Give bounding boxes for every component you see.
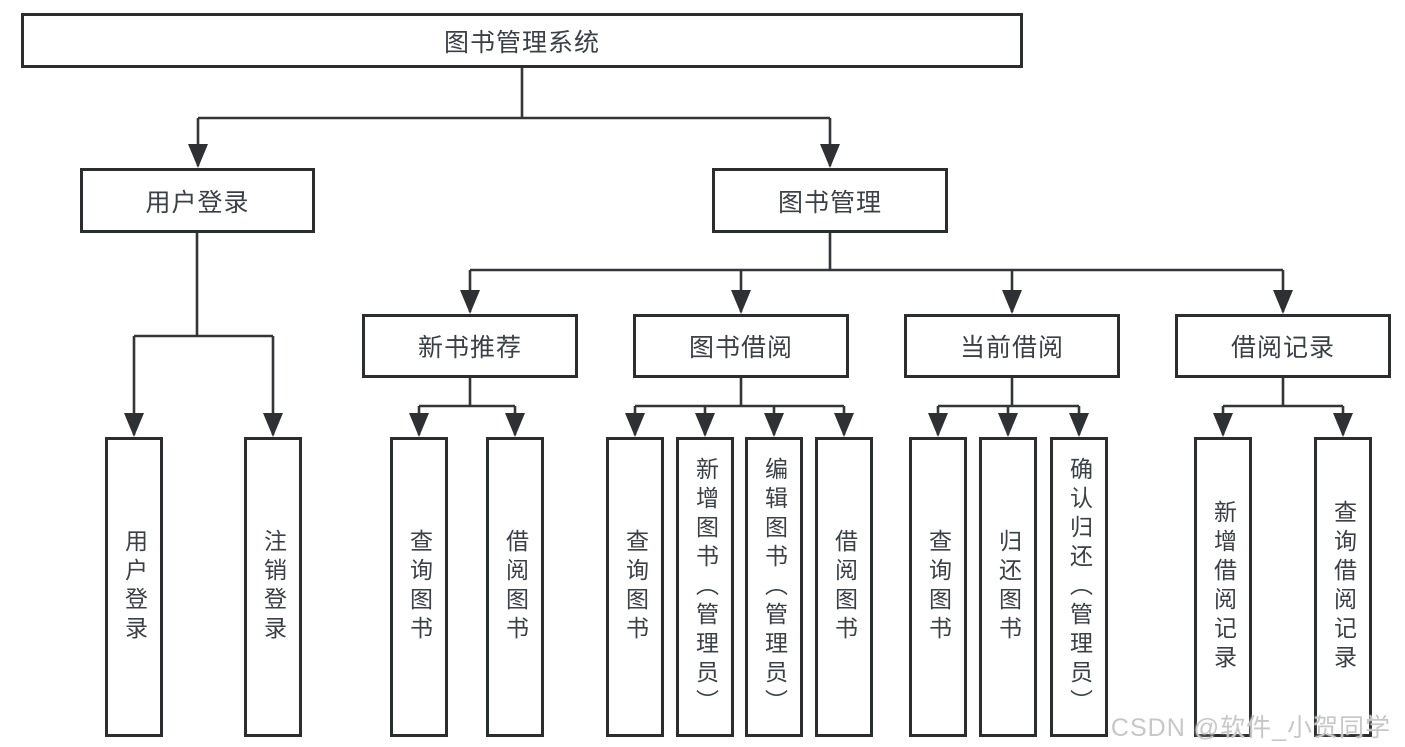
connector-book-management (460, 233, 1293, 314)
leaf-query-books-2: 查询图书 (606, 437, 664, 737)
arrow-down-icon (834, 413, 854, 437)
arrow-down-icon (731, 290, 751, 314)
leaf-add-borrow-record: 新增借阅记录 (1194, 437, 1252, 737)
node-borrow-records: 借阅记录 (1175, 314, 1391, 378)
leaf-borrow-books-1: 借阅图书 (486, 437, 544, 737)
leaf-confirm-return-admin: 确认归还（管理员） (1050, 437, 1108, 737)
arrow-down-icon (998, 413, 1018, 437)
arrow-down-icon (1213, 413, 1233, 437)
arrow-down-icon (764, 413, 784, 437)
node-user-login: 用户登录 (80, 168, 315, 233)
connector-book-borrow (625, 378, 854, 437)
leaf-logout: 注销登录 (244, 437, 302, 737)
leaf-add-book-admin: 新增图书（管理员） (676, 437, 734, 737)
leaf-query-borrow-record: 查询借阅记录 (1314, 437, 1372, 737)
leaf-user-login: 用户登录 (105, 437, 163, 737)
connector-new-book-recommend (409, 378, 525, 437)
leaf-query-books-3: 查询图书 (909, 437, 967, 737)
connector-current-borrow (928, 378, 1089, 437)
arrow-down-icon (1002, 290, 1022, 314)
leaf-return-books: 归还图书 (979, 437, 1037, 737)
arrow-down-icon (1069, 413, 1089, 437)
connector-borrow-records (1213, 378, 1353, 437)
node-book-borrow: 图书借阅 (633, 314, 849, 378)
arrow-down-icon (625, 413, 645, 437)
connector-user-login (124, 233, 283, 437)
arrow-down-icon (409, 413, 429, 437)
leaf-query-books-1: 查询图书 (390, 437, 448, 737)
arrow-down-icon (124, 413, 144, 437)
arrow-down-icon (928, 413, 948, 437)
node-root: 图书管理系统 (21, 13, 1023, 68)
arrow-down-icon (505, 413, 525, 437)
leaf-borrow-books-2: 借阅图书 (815, 437, 873, 737)
arrow-down-icon (1333, 413, 1353, 437)
arrow-down-icon (460, 290, 480, 314)
node-current-borrow: 当前借阅 (904, 314, 1120, 378)
arrow-down-icon (263, 413, 283, 437)
node-new-book-recommend: 新书推荐 (362, 314, 578, 378)
leaf-edit-book-admin: 编辑图书（管理员） (745, 437, 803, 737)
arrow-down-icon (188, 144, 208, 168)
node-book-management: 图书管理 (712, 168, 948, 233)
arrow-down-icon (695, 413, 715, 437)
connector-root-to-level2 (188, 68, 840, 168)
arrow-down-icon (1273, 290, 1293, 314)
arrow-down-icon (820, 144, 840, 168)
watermark: CSDN @软件_小贺同学 (1110, 714, 1391, 742)
